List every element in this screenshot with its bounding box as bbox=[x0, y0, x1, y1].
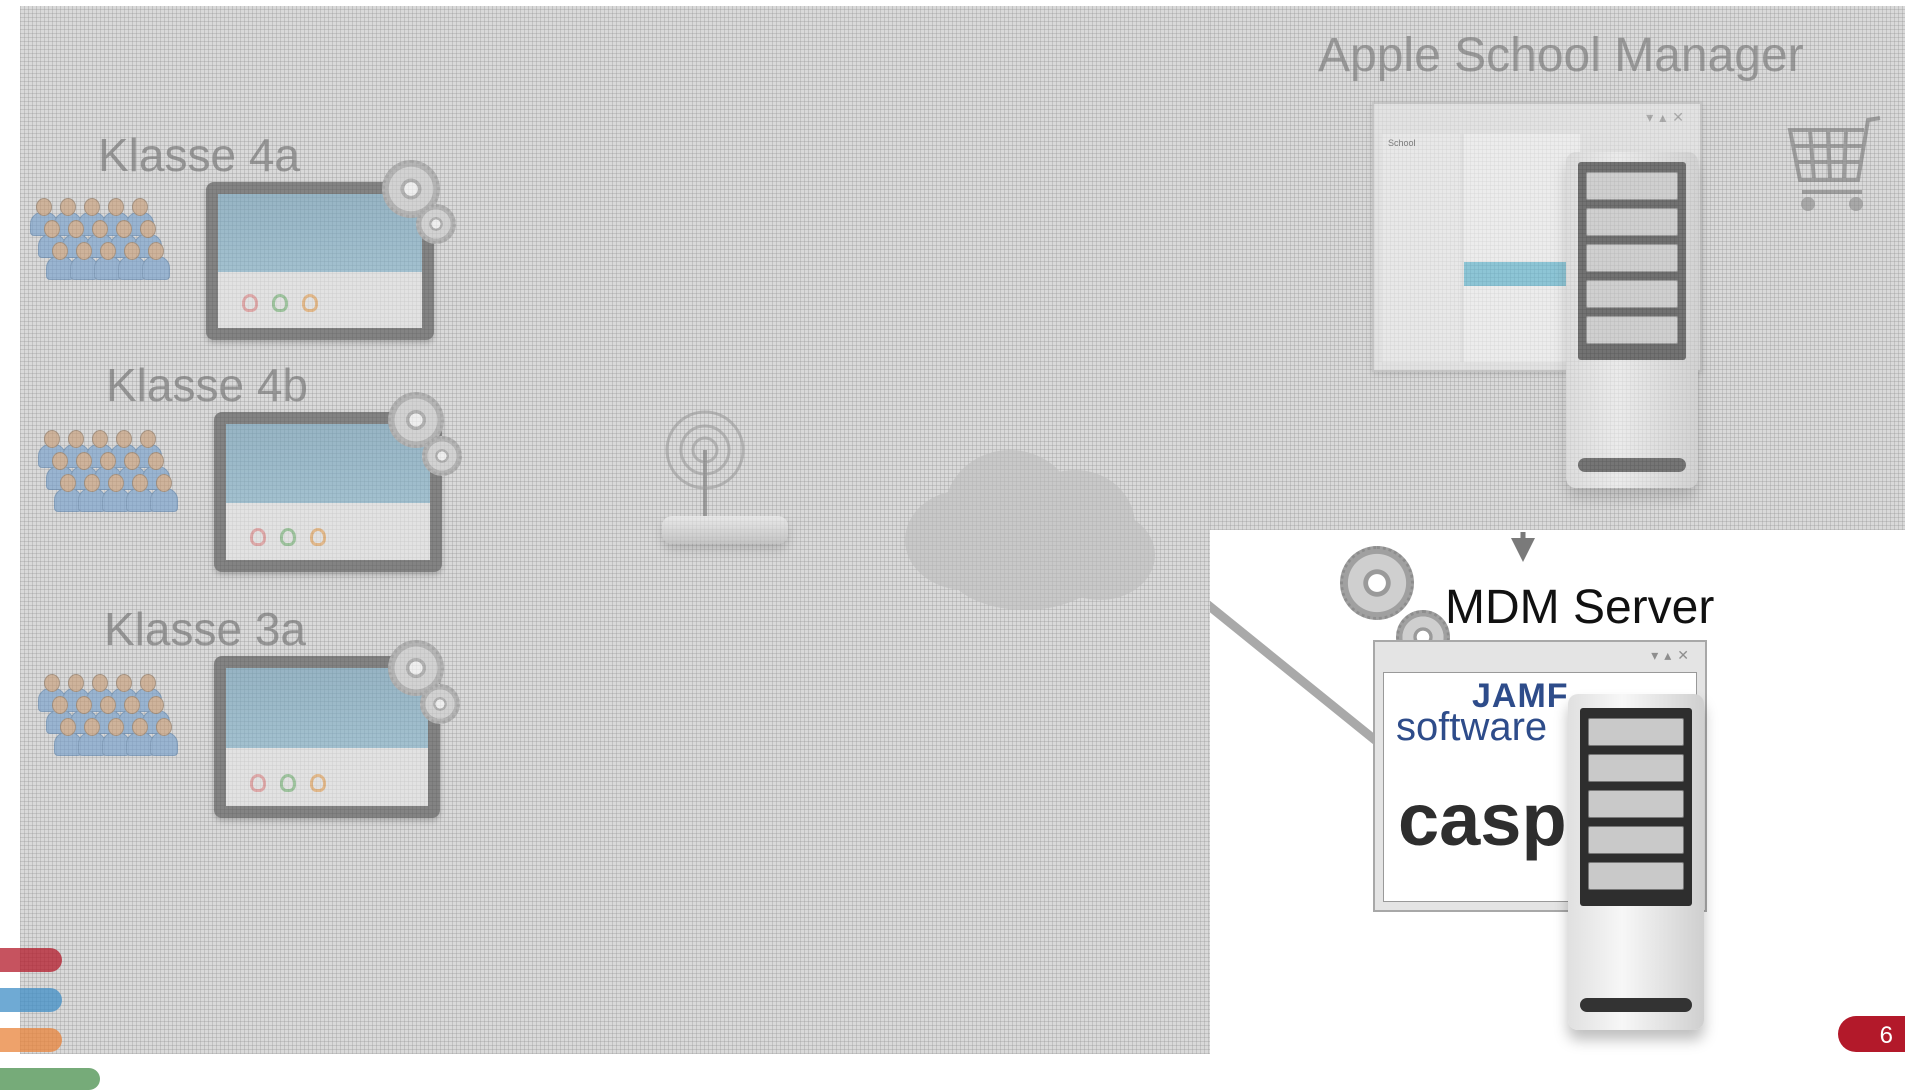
asm-sidebar: School bbox=[1382, 134, 1460, 362]
student-icon bbox=[118, 242, 146, 282]
student-icon bbox=[102, 474, 130, 514]
student-icon bbox=[126, 474, 154, 514]
router-body bbox=[662, 516, 788, 544]
accent-bar-red bbox=[0, 948, 62, 972]
jamf-logo-top: JAMF bbox=[1472, 677, 1569, 715]
page-number: 6 bbox=[1838, 1016, 1905, 1052]
gear-icon bbox=[416, 204, 456, 244]
student-icon bbox=[142, 242, 170, 282]
class-label-4a: Klasse 4a bbox=[98, 129, 301, 181]
student-icon bbox=[150, 718, 178, 758]
student-icon bbox=[126, 718, 154, 758]
asm-user-list bbox=[1464, 134, 1580, 362]
student-group-4a bbox=[30, 198, 190, 298]
wifi-router-icon bbox=[665, 410, 745, 516]
dimmed-overlay-top-right bbox=[1210, 6, 1905, 530]
jamf-logo-bottom: software bbox=[1396, 705, 1548, 749]
cloud-icon bbox=[905, 430, 1165, 620]
shopping-cart-icon bbox=[1787, 116, 1881, 211]
class-label-4b: Klasse 4b bbox=[106, 359, 309, 411]
window-controls: ▾▴✕ bbox=[1646, 109, 1690, 125]
student-group-4b bbox=[38, 430, 198, 530]
asm-sidebar-header: School bbox=[1388, 138, 1416, 148]
accent-bar-orange bbox=[0, 1028, 62, 1052]
student-icon bbox=[150, 474, 178, 514]
asm-selected-row bbox=[1464, 262, 1580, 286]
mdm-title: MDM Server bbox=[1445, 581, 1715, 634]
gear-icon bbox=[420, 684, 460, 724]
accent-bar-green bbox=[0, 1068, 100, 1090]
student-icon bbox=[102, 718, 130, 758]
class-label-3a: Klasse 3a bbox=[104, 603, 307, 655]
gear-icon bbox=[422, 436, 462, 476]
student-icon bbox=[54, 474, 82, 514]
student-icon bbox=[46, 242, 74, 282]
student-group-3a bbox=[38, 674, 198, 774]
asm-server-tower bbox=[1566, 152, 1698, 488]
student-icon bbox=[78, 474, 106, 514]
window-controls: ▾▴✕ bbox=[1651, 647, 1695, 663]
mdm-server-tower bbox=[1568, 694, 1704, 1030]
sync-arrow-down-head bbox=[1511, 538, 1535, 562]
asm-title: Apple School Manager bbox=[1318, 29, 1804, 82]
casper-logo: casp bbox=[1398, 778, 1567, 861]
mdm-gear-large bbox=[1340, 546, 1414, 620]
student-icon bbox=[70, 242, 98, 282]
student-icon bbox=[78, 718, 106, 758]
student-icon bbox=[94, 242, 122, 282]
tablet-4b bbox=[214, 412, 442, 572]
student-icon bbox=[54, 718, 82, 758]
accent-bar-blue bbox=[0, 988, 62, 1012]
